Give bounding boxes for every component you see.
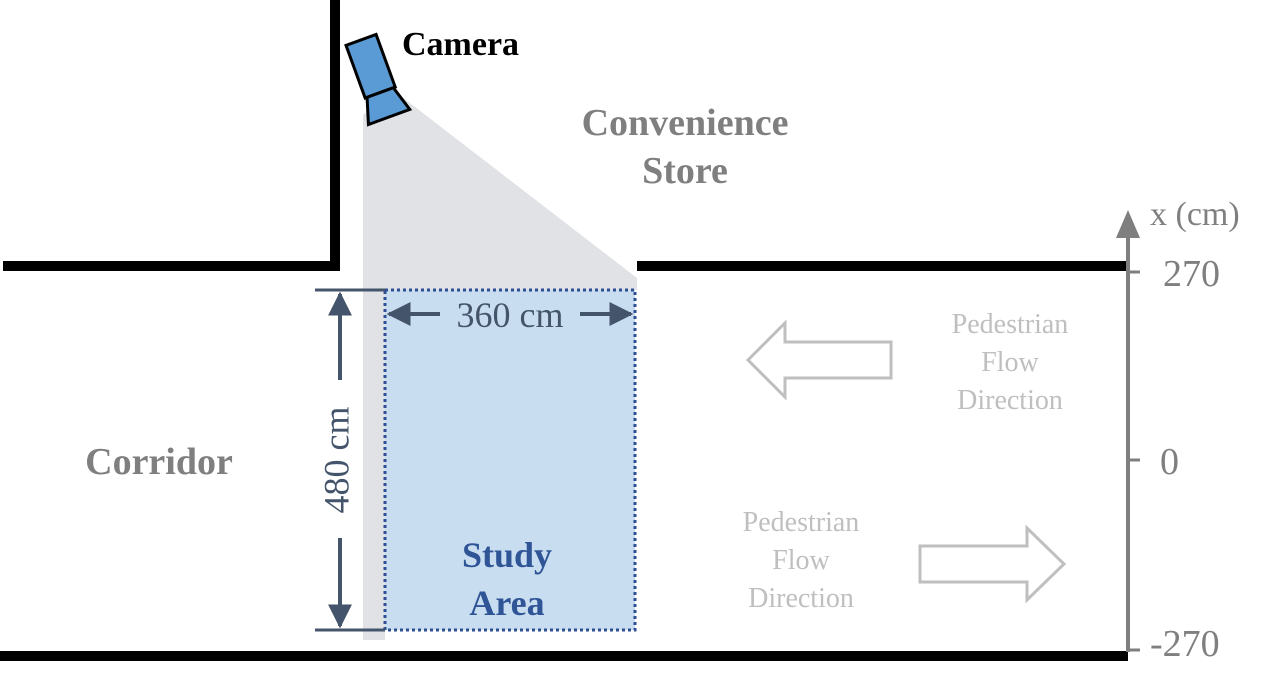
width-dimension: 360 cm xyxy=(386,295,634,335)
x-axis: x (cm) 270 0 -270 xyxy=(1116,196,1240,665)
x-axis-tick-label-neg270: -270 xyxy=(1150,623,1220,665)
arrow-right-icon xyxy=(918,524,1067,604)
study-area-label-line2: Area xyxy=(469,583,544,623)
study-area-rect xyxy=(383,288,637,632)
x-axis-label: x (cm) xyxy=(1150,196,1240,233)
flow-left-line1: Pedestrian xyxy=(952,309,1069,340)
camera-icon xyxy=(344,32,413,127)
flow-right-line1: Pedestrian xyxy=(743,507,860,538)
flow-left-line2: Flow xyxy=(981,347,1039,378)
flow-right-line3: Direction xyxy=(748,583,854,614)
width-dim-label: 360 cm xyxy=(457,295,564,335)
flow-right-group: Pedestrian Flow Direction xyxy=(743,507,1067,614)
flow-left-group: Pedestrian Flow Direction xyxy=(745,309,1069,416)
flow-right-line2: Flow xyxy=(772,545,830,576)
camera-lens xyxy=(365,85,413,127)
height-dim-label: 480 cm xyxy=(316,407,356,514)
walls xyxy=(0,0,1128,661)
camera-field-of-view xyxy=(363,90,637,640)
arrow-up-icon xyxy=(1116,210,1140,238)
store-label-line2: Store xyxy=(642,150,728,192)
store-label-line1: Convenience xyxy=(582,102,789,144)
arrow-left-icon xyxy=(745,319,893,401)
height-dimension: 480 cm xyxy=(315,288,385,632)
x-axis-tick-label-270: 270 xyxy=(1163,253,1220,295)
camera-label: Camera xyxy=(402,26,519,63)
flow-left-line3: Direction xyxy=(957,385,1063,416)
corridor-label: Corridor xyxy=(85,441,233,483)
study-area-label-line1: Study xyxy=(462,535,552,575)
x-axis-tick-label-0: 0 xyxy=(1160,441,1179,483)
